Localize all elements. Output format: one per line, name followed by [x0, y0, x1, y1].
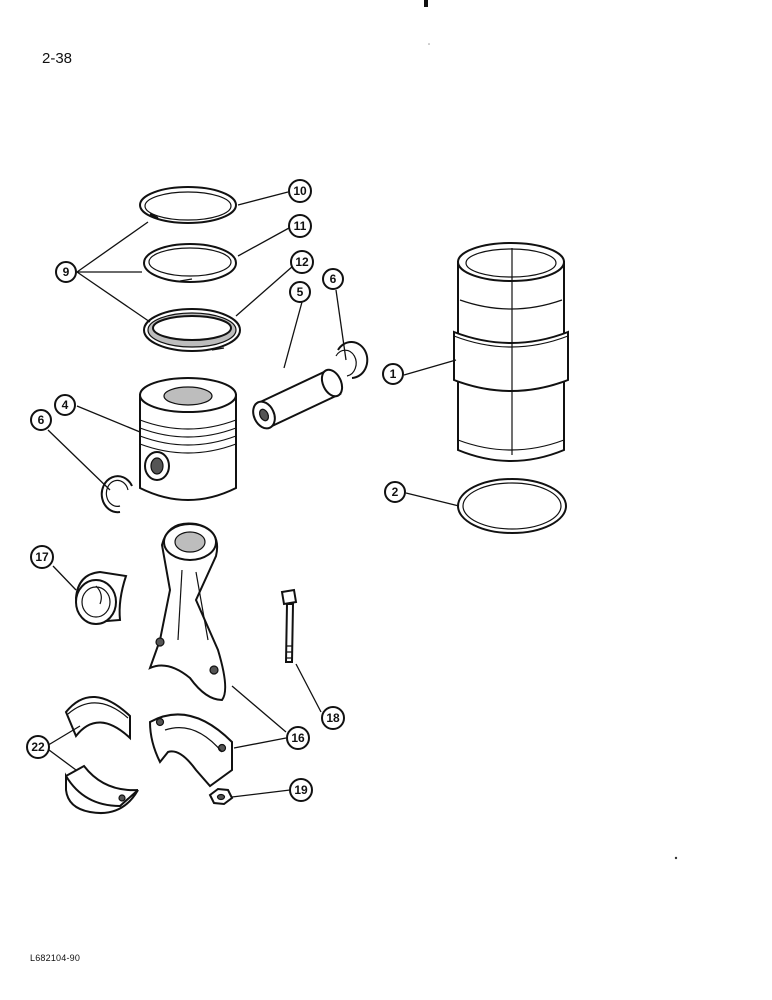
callout-label: 5 [297, 285, 304, 299]
callout-2: 2 [384, 481, 406, 503]
callout-1: 1 [382, 363, 404, 385]
callout-label: 22 [31, 740, 45, 754]
o-ring [457, 478, 567, 534]
piston-ring-oil-control [143, 308, 241, 352]
figure-code: L682104-90 [30, 953, 81, 963]
callout-9: 9 [55, 261, 77, 283]
callout-6-right: 6 [322, 268, 344, 290]
top-edge-mark [424, 0, 428, 7]
piston-pin-bushing [74, 570, 128, 625]
cylinder-sleeve [453, 242, 569, 462]
piston [139, 377, 237, 501]
retaining-ring-right [335, 341, 369, 379]
callout-label: 6 [330, 272, 337, 286]
callout-label: 2 [392, 485, 399, 499]
rod-bearing-lower [65, 764, 139, 814]
scan-speck [674, 856, 678, 860]
callout-label: 10 [293, 184, 307, 198]
piston-ring-top [139, 186, 237, 224]
piston-pin [252, 368, 344, 430]
rod-nut [208, 787, 234, 806]
callout-4: 4 [54, 394, 76, 416]
rod-bearing-upper [64, 696, 131, 741]
connecting-rod [148, 522, 227, 702]
callout-label: 6 [38, 413, 45, 427]
callout-22: 22 [26, 735, 50, 759]
callout-label: 12 [295, 255, 309, 269]
callout-label: 17 [35, 550, 49, 564]
callout-17: 17 [30, 545, 54, 569]
leader-lines [44, 191, 460, 798]
callout-label: 19 [294, 783, 308, 797]
connecting-rod-cap [148, 713, 233, 788]
retaining-ring-left [100, 475, 133, 514]
connecting-rod-bolt [280, 588, 298, 663]
callout-label: 18 [326, 711, 340, 725]
callout-16: 16 [286, 726, 310, 750]
callout-label: 4 [62, 398, 69, 412]
callout-label: 16 [291, 731, 305, 745]
callout-label: 11 [294, 219, 307, 233]
piston-ring-second [143, 243, 237, 283]
scan-speck [428, 43, 430, 45]
callout-18: 18 [321, 706, 345, 730]
callout-12: 12 [290, 250, 314, 274]
callout-5: 5 [289, 281, 311, 303]
callout-10: 10 [288, 179, 312, 203]
callout-label: 9 [63, 265, 70, 279]
callout-label: 1 [390, 367, 397, 381]
page-number: 2-38 [42, 50, 73, 67]
callout-11: 11 [288, 214, 312, 238]
callout-19: 19 [289, 778, 313, 802]
callout-6-left: 6 [30, 409, 52, 431]
